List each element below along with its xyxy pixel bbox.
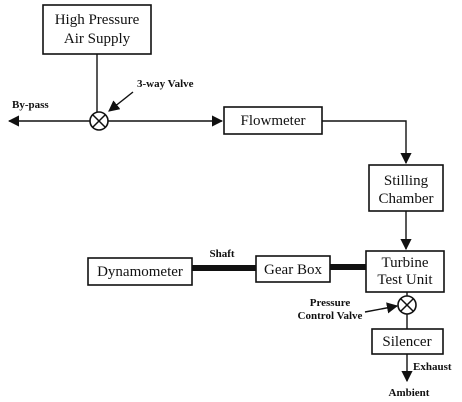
silencer-label: Silencer	[382, 334, 431, 350]
air-supply-label-line1: High Pressure	[55, 12, 140, 28]
silencer-box: Silencer	[371, 328, 444, 355]
flowmeter-to-chamber-line	[322, 120, 412, 165]
pressure-control-valve-label-line1: Pressure	[310, 297, 351, 309]
turbine-test-unit-box: Turbine Test Unit	[365, 250, 445, 293]
ambient-label: Ambient	[389, 387, 430, 399]
stilling-chamber-label-line1: Stilling	[384, 173, 429, 189]
exhaust-label: Exhaust	[413, 361, 452, 373]
dynamometer-box: Dynamometer	[87, 257, 193, 286]
bypass-label: By-pass	[12, 99, 49, 111]
flowmeter-box: Flowmeter	[223, 106, 323, 135]
air-supply-box: High Pressure Air Supply	[42, 4, 152, 55]
stilling-chamber-label-line2: Chamber	[379, 191, 434, 207]
pressure-control-valve-icon	[397, 295, 417, 315]
flowmeter-label: Flowmeter	[241, 113, 306, 129]
pressure-control-valve-label-line2: Control Valve	[298, 310, 363, 322]
turbine-label-line2: Test Unit	[377, 272, 433, 288]
shaft-label: Shaft	[209, 248, 234, 260]
gear-box-box: Gear Box	[255, 255, 331, 283]
gear-box-label: Gear Box	[264, 262, 322, 278]
air-supply-label-line2: Air Supply	[64, 31, 131, 47]
pressure-control-valve-pointer	[364, 302, 399, 314]
three-way-valve-pointer	[108, 91, 134, 112]
stilling-chamber-box: Stilling Chamber	[368, 164, 444, 212]
three-way-valve-icon	[89, 111, 109, 131]
three-way-valve-label: 3-way Valve	[137, 78, 194, 90]
turbine-label-line1: Turbine	[382, 255, 429, 271]
dynamometer-label: Dynamometer	[97, 264, 183, 280]
